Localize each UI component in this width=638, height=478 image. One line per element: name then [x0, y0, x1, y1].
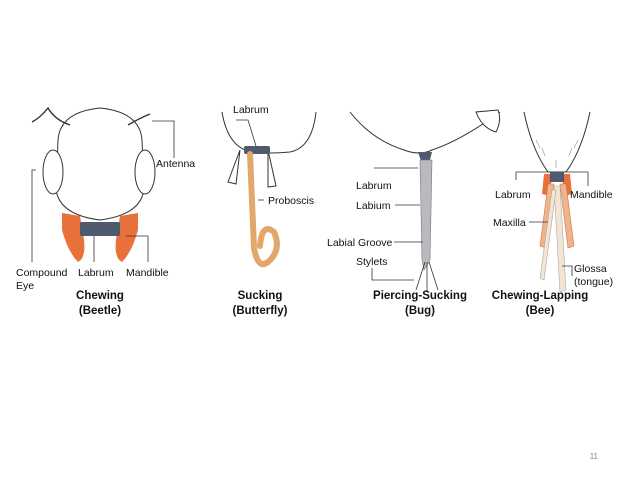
label-maxilla: Maxilla	[493, 217, 526, 229]
bug-head	[349, 111, 501, 154]
mandible-leader-bee	[566, 171, 589, 186]
label-compound-eye: Compound	[16, 267, 68, 279]
compound-eye-leader	[31, 169, 36, 262]
bee-hair	[535, 139, 579, 168]
butterfly-palp-left	[227, 149, 241, 185]
label-labrum-beetle: Labrum	[78, 267, 114, 279]
beetle-mandible-right	[115, 213, 138, 262]
label-labrum-bug: Labrum	[356, 180, 392, 192]
label-mandible-beetle: Mandible	[126, 267, 169, 279]
bee-head	[523, 111, 591, 173]
labrum-leader-butterfly	[236, 119, 257, 147]
beetle-labrum	[80, 222, 120, 236]
caption-sucking: Sucking	[238, 290, 283, 302]
mandible-leader	[126, 235, 149, 262]
beetle-diagram: Antenna Compound Eye Labrum Mandible Che…	[16, 106, 195, 317]
label-labium: Labium	[356, 200, 391, 212]
bug-labium	[419, 159, 433, 271]
label-mandible-bee: Mandible	[570, 189, 613, 201]
label-labial-groove: Labial Groove	[327, 237, 393, 249]
caption-bug: (Bug)	[405, 305, 435, 317]
beetle-eye-left	[42, 149, 64, 195]
page-number: 11	[590, 452, 599, 461]
label-labrum-bee: Labrum	[495, 189, 531, 201]
caption-piercing-sucking: Piercing-Sucking	[373, 290, 467, 302]
labrum-leader-bee	[515, 171, 550, 180]
label-stylets: Stylets	[356, 256, 388, 268]
bug-eye-right	[475, 109, 501, 133]
caption-bee: (Bee)	[526, 305, 555, 317]
caption-chewing: Chewing	[76, 290, 124, 302]
bee-labrum	[550, 172, 564, 182]
caption-chewing-lapping: Chewing-Lapping	[492, 290, 588, 302]
butterfly-palp-right	[267, 149, 277, 188]
glossa-leader	[562, 265, 573, 276]
beetle-antenna-right	[127, 113, 151, 126]
butterfly-diagram: Labrum Proboscis Sucking (Butterfly)	[221, 104, 317, 317]
antenna-leader	[152, 120, 175, 158]
beetle-antenna-left	[31, 106, 71, 126]
label-compound-eye-2: Eye	[16, 280, 34, 292]
label-proboscis: Proboscis	[268, 195, 314, 207]
bee-diagram: Labrum Mandible Maxilla Glossa (tongue) …	[492, 111, 613, 317]
bug-stylets	[415, 261, 439, 292]
label-labrum-butterfly: Labrum	[233, 104, 269, 116]
butterfly-head	[221, 111, 317, 154]
bee-palp	[539, 189, 557, 281]
label-glossa: Glossa	[574, 263, 607, 275]
bug-diagram: Labrum Labium Labial Groove Stylets Pier…	[327, 109, 501, 317]
butterfly-proboscis	[247, 151, 280, 268]
beetle-mandible-left	[62, 213, 85, 262]
caption-butterfly: (Butterfly)	[233, 305, 288, 317]
beetle-eye-right	[134, 149, 156, 195]
stylets-leader	[371, 268, 414, 281]
bee-maxilla-right	[559, 183, 575, 249]
label-antenna: Antenna	[156, 158, 195, 170]
bee-glossa	[553, 185, 567, 293]
label-glossa-tongue: (tongue)	[574, 276, 613, 288]
caption-beetle: (Beetle)	[79, 305, 121, 317]
